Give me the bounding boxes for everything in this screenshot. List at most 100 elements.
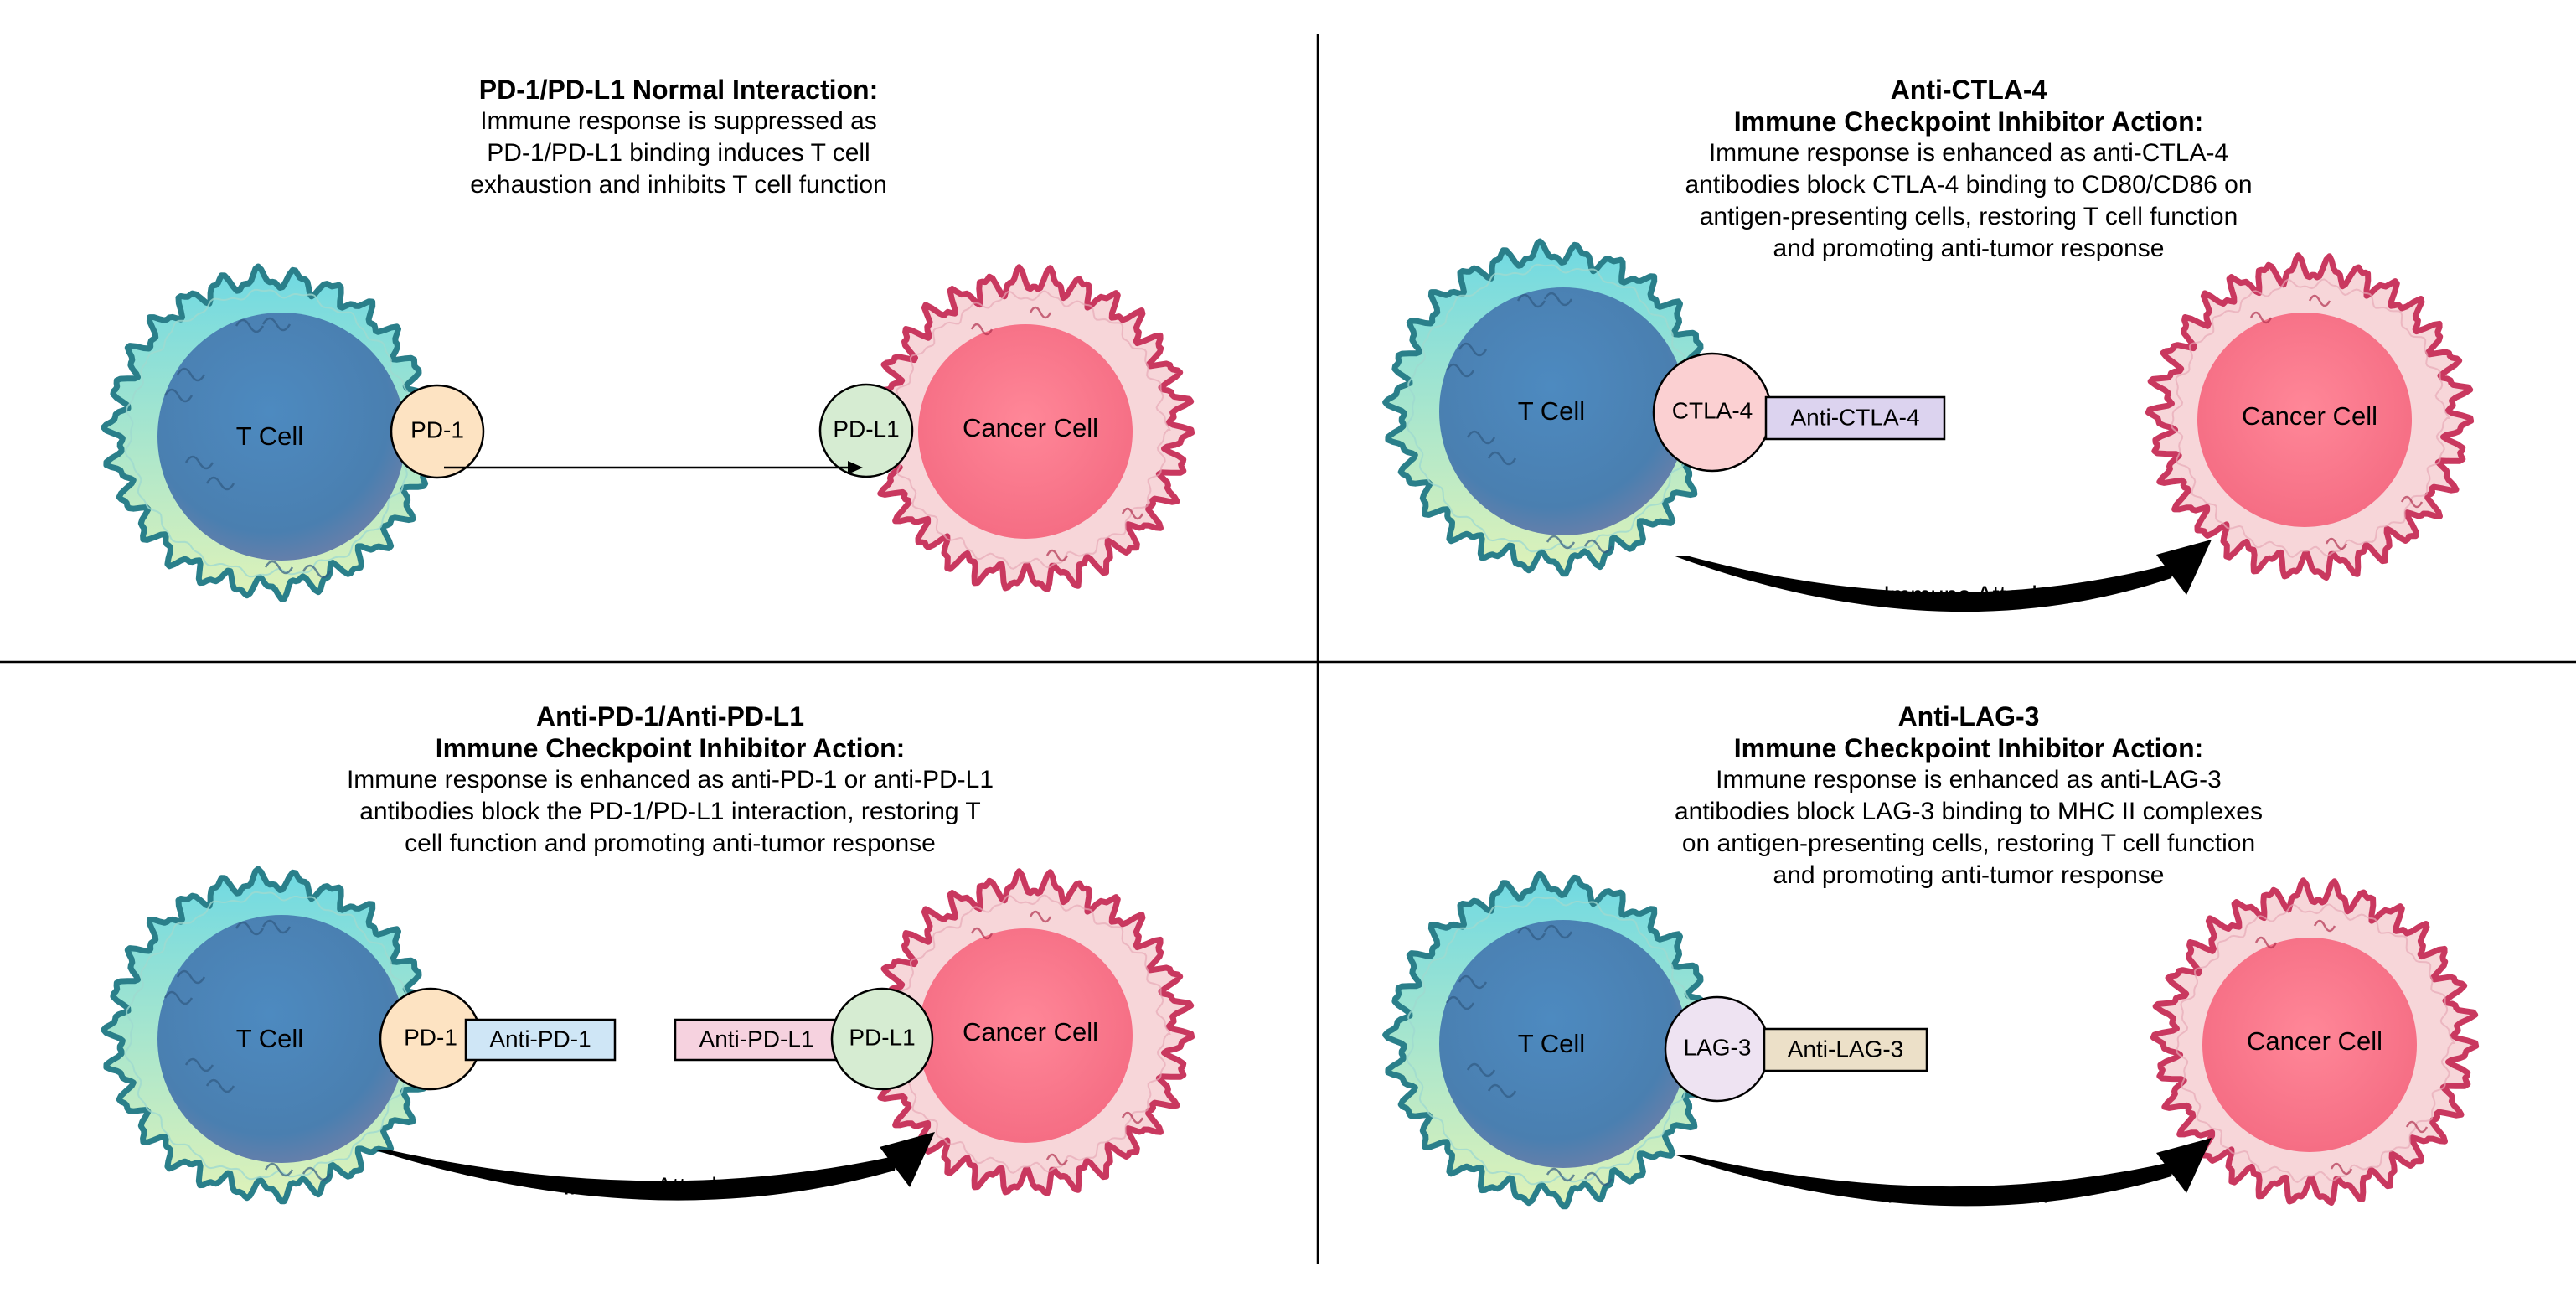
panel-description-line: and promoting anti-tumor response <box>1773 235 2165 262</box>
t-cell-label: T Cell <box>236 421 303 451</box>
t-cell-organelle <box>235 921 265 936</box>
t-cell-organelle <box>184 455 214 470</box>
t-cell <box>101 866 438 1205</box>
cancer-cell-nucleus <box>2197 313 2412 527</box>
t-cell-organelle <box>261 919 292 934</box>
pd1-receptor-label: PD-1 <box>404 1024 457 1050</box>
panel-description-line: Immune response is suppressed as <box>480 107 877 135</box>
cancer-cell-organelle <box>970 927 994 940</box>
panel-description-line: antibodies block CTLA-4 binding to CD80/… <box>1685 171 2253 199</box>
cancer-cell-label: Cancer Cell <box>2247 1026 2382 1056</box>
t-cell-organelle <box>1487 1083 1517 1098</box>
cancer-cell-organelle <box>2254 936 2278 949</box>
anti-pd1-antibody-label: Anti-PD-1 <box>489 1026 591 1052</box>
t-cell <box>1382 238 1720 577</box>
binding-arrowhead <box>848 461 863 474</box>
cancer-cell-nucleus <box>918 324 1133 539</box>
t-cell-organelle <box>1487 451 1517 466</box>
cancer-cell-organelle <box>1121 507 1144 520</box>
panel-title: PD-1/PD-L1 Normal Interaction: <box>478 75 879 105</box>
t-cell-membrane-texture <box>124 288 416 578</box>
lag3-receptor-label: LAG-3 <box>1684 1034 1752 1060</box>
t-cell-organelle <box>1466 430 1496 445</box>
t-cell-organelle <box>261 317 292 332</box>
cancer-cell-organelle <box>1029 910 1052 923</box>
t-cell-organelle <box>176 969 206 985</box>
panel-title: Anti-CTLA-4 <box>1890 75 2047 105</box>
panel-title: Immune Checkpoint Inhibitor Action: <box>1733 733 2204 763</box>
t-cell-organelle <box>1516 293 1546 308</box>
panel-description-line: on antigen-presenting cells, restoring T… <box>1681 829 2256 857</box>
t-cell-organelle <box>1583 1171 1613 1186</box>
t-cell-organelle <box>205 476 235 491</box>
t-cell-label: T Cell <box>1518 396 1585 426</box>
t-cell-nucleus <box>1439 920 1687 1168</box>
panel-anti-pd1-pdl1-heading: Anti-PD-1/Anti-PD-L1 Immune Checkpoint I… <box>302 700 1039 860</box>
immune-attack-label: Immune Attack <box>1883 582 2044 609</box>
t-cell-organelle <box>1445 363 1475 378</box>
cancer-cell-organelle <box>1029 306 1052 319</box>
t-cell-membrane-texture <box>1406 263 1698 553</box>
anti-ctla4-antibody-label: Anti-CTLA-4 <box>1790 404 1919 430</box>
t-cell <box>101 263 438 602</box>
anti-lag3-antibody <box>1763 1027 1928 1072</box>
anti-pdl1-antibody <box>674 1018 839 1062</box>
panel-title: Immune Checkpoint Inhibitor Action: <box>1733 106 2204 137</box>
cancer-cell-nucleus <box>2202 938 2417 1152</box>
panel-description-line: exhaustion and inhibits T cell function <box>470 171 887 199</box>
panel-description-line: and promoting anti-tumor response <box>1773 861 2165 889</box>
cancer-cell-label: Cancer Cell <box>963 413 1098 442</box>
pdl1-ligand-label: PD-L1 <box>833 416 899 442</box>
panel-description-line: Immune response is enhanced as anti-LAG-… <box>1716 766 2222 793</box>
immune-attack-arrow <box>1674 1155 2175 1207</box>
cancer-cell <box>865 264 1195 592</box>
t-cell-organelle <box>302 1166 332 1181</box>
panel-description-line: Immune response is enhanced as anti-CTLA… <box>1708 139 2229 167</box>
panel-description-line: antibodies block the PD-1/PD-L1 interact… <box>359 798 981 825</box>
anti-pdl1-antibody-label: Anti-PD-L1 <box>699 1026 814 1052</box>
t-cell-organelle <box>1583 539 1613 554</box>
t-cell-organelle <box>184 1057 214 1072</box>
panel-description-line: Immune response is enhanced as anti-PD-1… <box>346 766 994 793</box>
t-cell-organelle <box>1543 924 1573 939</box>
t-cell-organelle <box>1516 926 1546 941</box>
panel-anti-lag3-heading: Anti-LAG-3 Immune Checkpoint Inhibitor A… <box>1634 700 2304 891</box>
t-cell-organelle <box>302 564 332 579</box>
cancer-cell-organelle <box>2308 294 2331 307</box>
cancer-cell-organelle <box>2325 537 2348 550</box>
anti-lag3-antibody-label: Anti-LAG-3 <box>1788 1036 1904 1062</box>
immune-attack-arrow-head <box>880 1132 935 1187</box>
t-cell-label: T Cell <box>1518 1029 1585 1058</box>
immune-attack-label: Immune Attack <box>563 1174 724 1201</box>
t-cell-label: T Cell <box>236 1024 303 1053</box>
pdl1-ligand-label: PD-L1 <box>849 1024 915 1050</box>
panel-title: Anti-PD-1/Anti-PD-L1 <box>536 701 804 731</box>
panel-anti-ctla4-heading: Anti-CTLA-4 Immune Checkpoint Inhibitor … <box>1634 74 2304 265</box>
cancer-cell-label: Cancer Cell <box>963 1017 1098 1047</box>
t-cell-organelle <box>1546 1167 1576 1182</box>
anti-pd1-antibody <box>464 1018 617 1062</box>
panel-title: Immune Checkpoint Inhibitor Action: <box>435 733 906 763</box>
pdl1-ligand <box>818 383 914 478</box>
panel-title: Anti-LAG-3 <box>1897 701 2040 731</box>
t-cell-nucleus <box>157 915 405 1163</box>
t-cell-organelle <box>205 1078 235 1093</box>
panel-description-line: cell function and promoting anti-tumor r… <box>405 829 936 857</box>
t-cell-organelle <box>163 990 194 1005</box>
t-cell <box>1382 871 1720 1210</box>
pdl1-ligand <box>830 987 934 1091</box>
t-cell-organelle <box>163 388 194 403</box>
t-cell-nucleus <box>157 313 405 561</box>
ctla4-receptor-label: CTLA-4 <box>1672 397 1753 423</box>
t-cell-organelle <box>1458 342 1488 357</box>
t-cell-membrane-texture <box>1406 896 1698 1186</box>
t-cell-organelle <box>1445 995 1475 1010</box>
t-cell-organelle <box>264 560 294 575</box>
t-cell-organelle <box>1458 974 1488 990</box>
panel-description-line: PD-1/PD-L1 binding induces T cell <box>487 139 870 167</box>
cancer-cell <box>2150 877 2480 1206</box>
immune-attack-arrow-head <box>2156 1138 2212 1193</box>
pd1-receptor <box>390 384 485 479</box>
immune-attack-label: Immune Attack <box>1887 1182 2047 1209</box>
